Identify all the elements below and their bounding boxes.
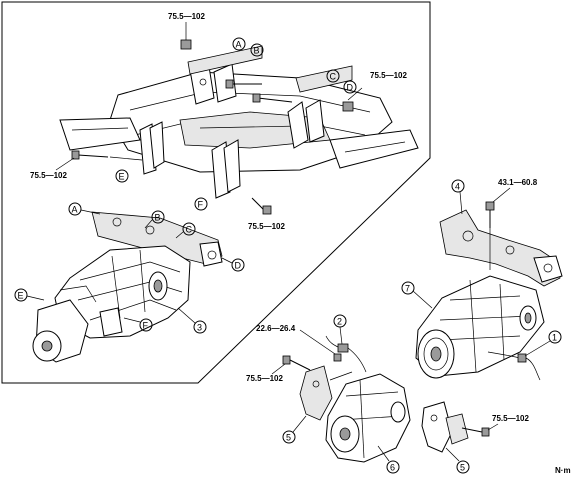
rear-crossmember <box>439 209 563 287</box>
svg-text:D: D <box>347 83 354 93</box>
connector-2 <box>325 335 367 373</box>
svg-text:2: 2 <box>337 317 342 327</box>
mount-right-bolt <box>461 427 490 437</box>
callout-6: 6 <box>377 445 400 474</box>
inset-bolt-mid-2 <box>252 93 293 103</box>
torque-connector-bolt: 22.6—26.4 <box>256 324 296 333</box>
callout-2: 2 <box>333 314 347 345</box>
ll-letter-f: F <box>123 317 153 332</box>
svg-text:5: 5 <box>286 433 291 443</box>
torque-crossmember-bolt: 43.1—60.8 <box>498 178 538 187</box>
svg-text:C: C <box>330 72 337 82</box>
ll-letter-a: A <box>68 202 101 216</box>
unit-label: N·m <box>555 466 571 475</box>
callout-5-right: 5 <box>445 447 470 474</box>
inset-bracket-bottom <box>211 139 241 199</box>
callout-4: 4 <box>451 179 465 215</box>
inset-letter-c: C <box>326 69 340 83</box>
callout-1: 1 <box>524 330 562 357</box>
svg-text:6: 6 <box>390 463 395 473</box>
inset-letter-a: A <box>232 37 246 51</box>
callout-5-left: 5 <box>282 415 307 444</box>
differential-assembly <box>415 275 545 379</box>
assembled-differential <box>32 211 223 363</box>
inset-bolt-mid-1 <box>225 79 262 89</box>
svg-text:B: B <box>254 46 260 56</box>
mount-bracket-left <box>299 365 353 421</box>
inset-bolt-left <box>71 150 143 161</box>
svg-text:7: 7 <box>405 284 410 294</box>
svg-text:5: 5 <box>460 463 465 473</box>
svg-text:A: A <box>72 205 78 215</box>
torque-mount-left: 75.5—102 <box>246 374 283 383</box>
inset-letter-d: D <box>343 80 357 94</box>
svg-text:F: F <box>143 321 149 331</box>
callout-7: 7 <box>401 281 433 309</box>
inset-bolt-top <box>180 34 192 50</box>
svg-text:B: B <box>155 213 161 223</box>
svg-text:E: E <box>119 172 125 182</box>
svg-text:3: 3 <box>197 323 202 333</box>
ll-letter-e: E <box>14 288 45 302</box>
inset-letter-e: E <box>115 169 129 183</box>
svg-text:C: C <box>186 225 193 235</box>
inset-bracket-rear <box>287 99 325 149</box>
callout-3: 3 <box>177 307 207 334</box>
crossmember-bolt <box>485 201 495 270</box>
inset-plate-ab <box>187 45 263 75</box>
inset-torque-right: 75.5—102 <box>370 71 407 80</box>
ll-letter-b: B <box>144 210 165 229</box>
mount-left-bolt <box>282 355 311 371</box>
torque-mount-right: 75.5—102 <box>492 414 529 423</box>
inset-torque-left: 75.5—102 <box>30 171 67 180</box>
ll-letter-d: D <box>221 257 245 272</box>
inset-frame-crossmember <box>59 71 419 173</box>
connector-bolt <box>333 353 342 362</box>
inset-torque-bottom: 75.5—102 <box>248 222 285 231</box>
inset-frame <box>1 1 431 384</box>
mount-bracket-right <box>421 401 469 453</box>
inset-bracket-left <box>139 121 165 175</box>
sensor-harness <box>487 351 541 381</box>
svg-text:A: A <box>236 40 242 50</box>
inset-letter-f: F <box>194 197 208 211</box>
inset-torque-top: 75.5—102 <box>168 12 205 21</box>
inset-bolt-bottom <box>251 197 272 215</box>
svg-text:1: 1 <box>552 333 557 343</box>
svg-text:F: F <box>198 200 204 210</box>
svg-text:4: 4 <box>455 182 460 192</box>
ll-letter-c: C <box>175 222 196 239</box>
differential-housing-lower <box>325 373 411 463</box>
inset-letter-b: B <box>250 43 264 57</box>
svg-text:D: D <box>235 261 242 271</box>
svg-text:E: E <box>18 291 24 301</box>
inset-nut-right <box>342 87 363 112</box>
